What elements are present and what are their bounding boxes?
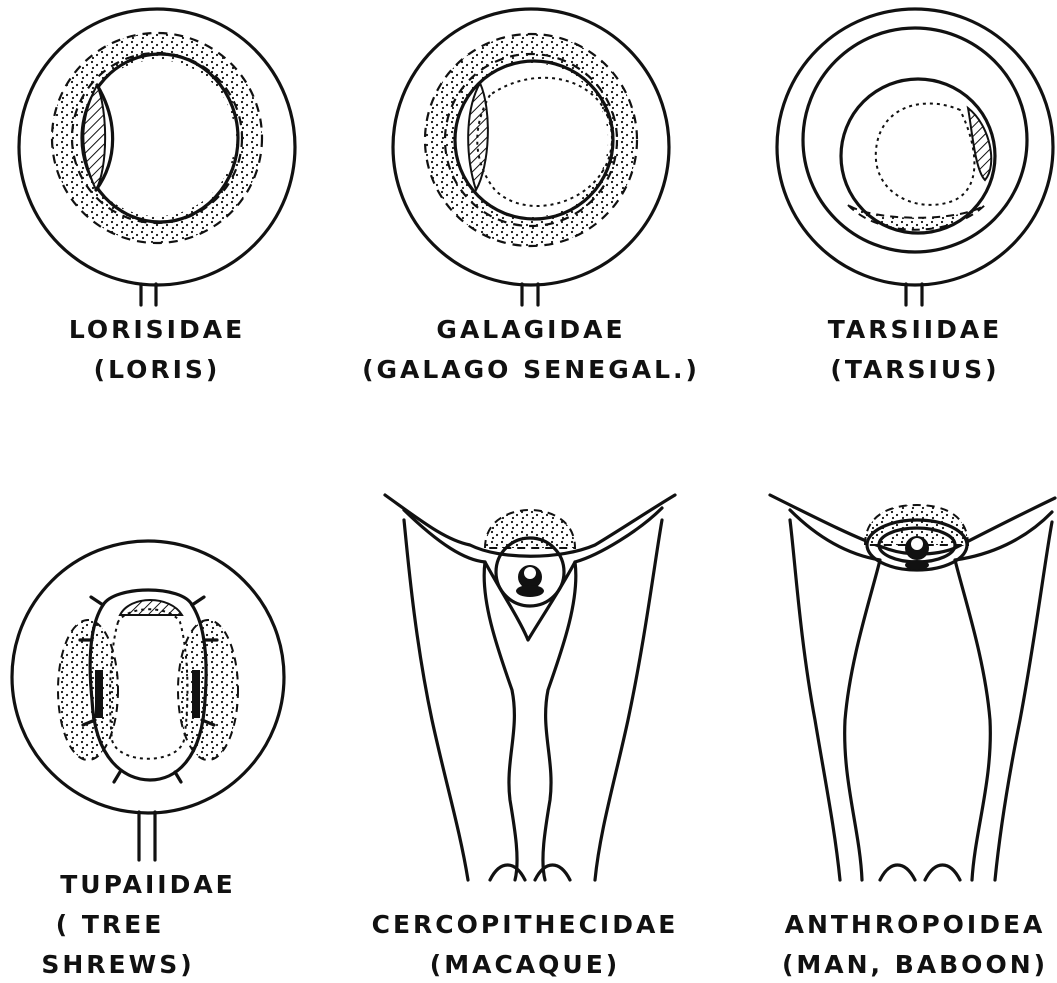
common-name-label: (TARSIUS) <box>830 355 999 384</box>
common-name-label: ( TREE <box>56 910 165 939</box>
panel-cercopithecidae: CERCOPITHECIDAE (MACAQUE) <box>372 495 679 979</box>
common-name-label-line2: SHREWS) <box>41 950 194 979</box>
family-label: CERCOPITHECIDAE <box>372 910 679 939</box>
family-label: ANTHROPOIDEA <box>785 910 1046 939</box>
implantation-site <box>485 510 575 606</box>
chorionic-vesicle <box>841 79 995 233</box>
common-name-label: (MACAQUE) <box>430 950 620 979</box>
panel-anthropoidea: ANTHROPOIDEA (MAN, BABOON) <box>770 495 1055 979</box>
common-name-label: (GALAGO SENEGAL.) <box>362 355 700 384</box>
panel-lorisidae: LORISIDAE (LORIS) <box>19 9 295 384</box>
family-label: TARSIIDAE <box>828 315 1003 344</box>
family-label: GALAGIDAE <box>436 315 625 344</box>
implantation-site <box>865 505 968 570</box>
panel-tarsiidae: TARSIIDAE (TARSIUS) <box>777 9 1053 384</box>
uterus-outline <box>385 495 675 880</box>
panel-galagidae: GALAGIDAE (GALAGO SENEGAL.) <box>362 9 700 384</box>
family-label: TUPAIIDAE <box>60 870 236 899</box>
uterus-cross-section <box>393 9 669 305</box>
uterus-cross-section <box>777 9 1053 305</box>
panel-tupaiidae: TUPAIIDAE ( TREE SHREWS) <box>12 541 284 979</box>
common-name-label: (LORIS) <box>94 355 221 384</box>
family-label: LORISIDAE <box>69 315 245 344</box>
common-name-label: (MAN, BABOON) <box>782 950 1048 979</box>
